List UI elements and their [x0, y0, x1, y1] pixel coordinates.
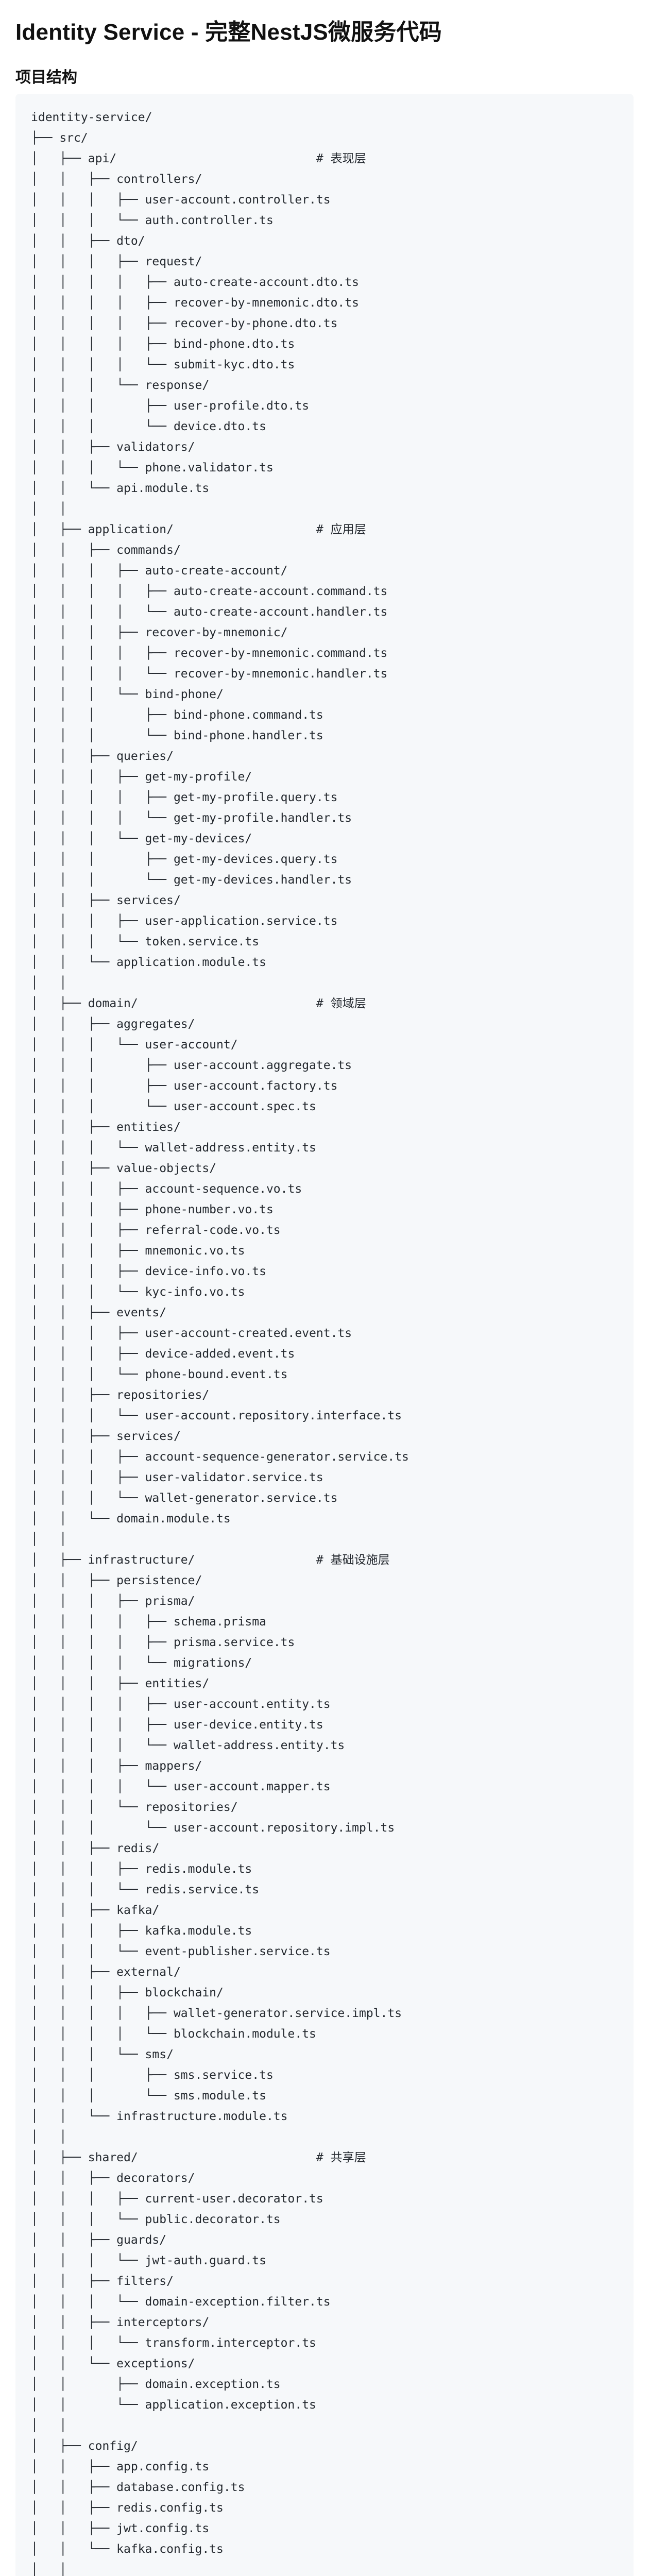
page-title: Identity Service - 完整NestJS微服务代码: [15, 20, 442, 45]
section-heading: 项目结构: [15, 69, 77, 87]
file-tree: identity-service/ ├── src/ │ ├── api/ # …: [31, 111, 409, 2576]
code-block: identity-service/ ├── src/ │ ├── api/ # …: [15, 94, 634, 2576]
